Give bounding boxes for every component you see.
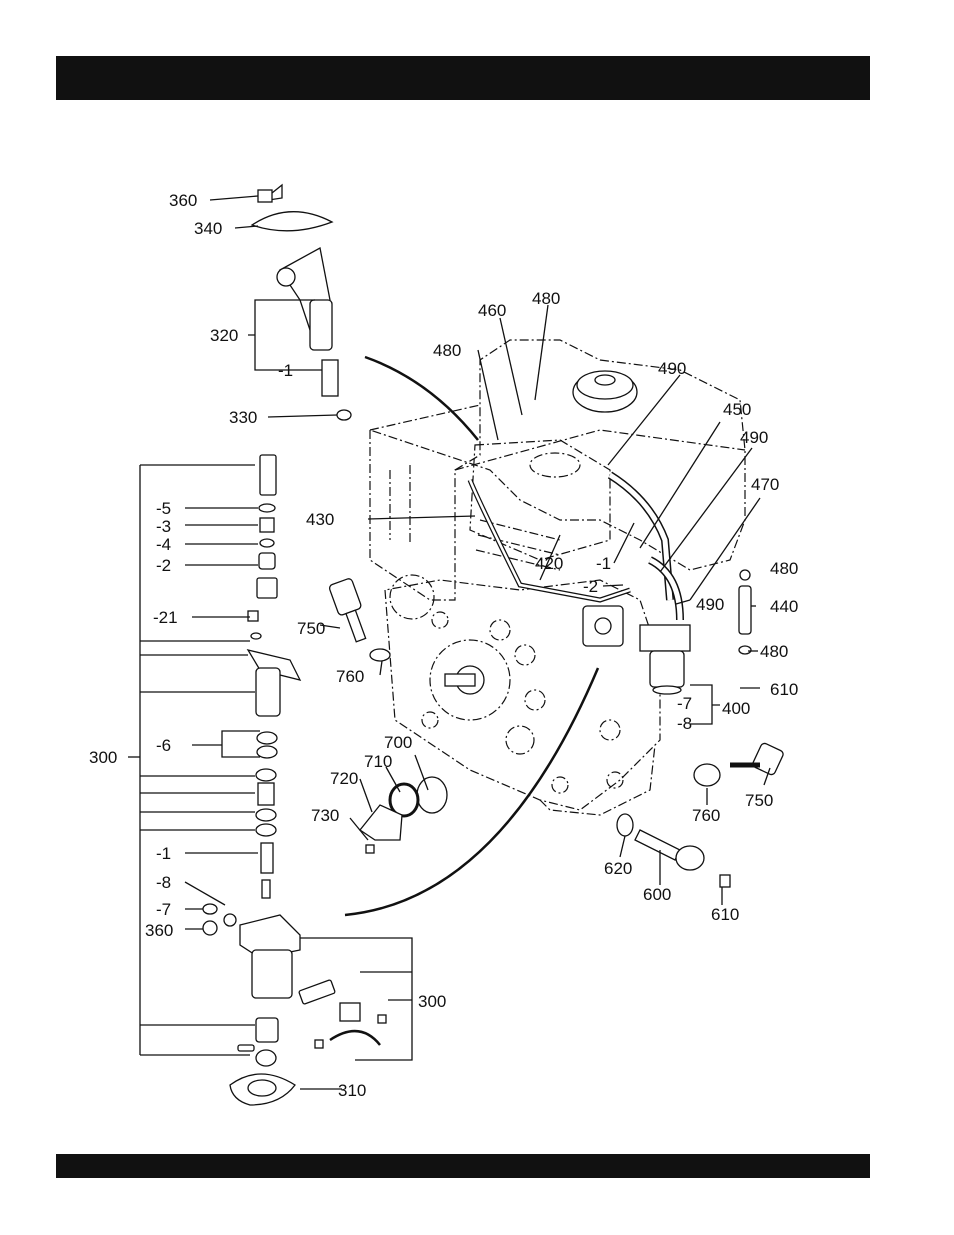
callout-420-2: -2 bbox=[583, 577, 598, 596]
callout-750-right: 750 bbox=[745, 791, 773, 810]
callout-700: 700 bbox=[384, 733, 412, 752]
callout-pump-8: -8 bbox=[156, 873, 171, 892]
callout-400: 400 bbox=[722, 699, 750, 718]
engine-block bbox=[370, 340, 745, 815]
callout-nozzle-1: -1 bbox=[278, 361, 293, 380]
callout-330: 330 bbox=[229, 408, 257, 427]
callout-620: 620 bbox=[604, 859, 632, 878]
callout-pump-6: -6 bbox=[156, 736, 171, 755]
callout-710: 710 bbox=[364, 752, 392, 771]
callout-420: 420 bbox=[535, 554, 563, 573]
pump-exploded-parts bbox=[203, 455, 386, 1105]
callout-470: 470 bbox=[751, 475, 779, 494]
callout-480-a: 480 bbox=[433, 341, 461, 360]
callout-400-8: -8 bbox=[677, 714, 692, 733]
callout-pump-3: -3 bbox=[156, 517, 171, 536]
callout-460: 460 bbox=[478, 301, 506, 320]
callout-labels: 360 340 320 -1 330 480 460 480 490 450 4… bbox=[89, 191, 798, 1100]
callout-610-b: 610 bbox=[711, 905, 739, 924]
dipstick-750-right bbox=[730, 742, 784, 776]
callout-400-7: -7 bbox=[677, 694, 692, 713]
callout-490-c: 490 bbox=[696, 595, 724, 614]
callout-440: 440 bbox=[770, 597, 798, 616]
callout-720: 720 bbox=[330, 769, 358, 788]
nozzle-holder bbox=[252, 185, 351, 420]
fuel-filter bbox=[640, 625, 690, 694]
callout-pump-4: -4 bbox=[156, 535, 171, 554]
callout-pump-2: -2 bbox=[156, 556, 171, 575]
callout-600: 600 bbox=[643, 885, 671, 904]
callout-360: 360 bbox=[169, 191, 197, 210]
callout-pump-7: -7 bbox=[156, 900, 171, 919]
callout-450: 450 bbox=[723, 400, 751, 419]
cover-700 bbox=[417, 777, 447, 813]
plug-600 bbox=[635, 830, 704, 870]
callout-340: 340 bbox=[194, 219, 222, 238]
callout-300-right: 300 bbox=[418, 992, 446, 1011]
tube-440 bbox=[739, 586, 751, 634]
callout-360-lower: 360 bbox=[145, 921, 173, 940]
callout-420-1: -1 bbox=[596, 554, 611, 573]
callout-480-b: 480 bbox=[532, 289, 560, 308]
callout-310: 310 bbox=[338, 1081, 366, 1100]
callout-pump-1: -1 bbox=[156, 844, 171, 863]
callout-pump-5: -5 bbox=[156, 499, 171, 518]
callout-pump-21: -21 bbox=[153, 608, 178, 627]
callout-730: 730 bbox=[311, 806, 339, 825]
fuel-hose bbox=[610, 475, 670, 600]
callout-320: 320 bbox=[210, 326, 238, 345]
callout-490-b: 490 bbox=[740, 428, 768, 447]
callout-610-a: 610 bbox=[770, 680, 798, 699]
plate-720 bbox=[360, 805, 402, 840]
callout-480-d: 480 bbox=[760, 642, 788, 661]
pump-location-arc-bottom bbox=[345, 668, 598, 915]
callout-760-left: 760 bbox=[336, 667, 364, 686]
callout-430: 430 bbox=[306, 510, 334, 529]
footer-bar bbox=[56, 1154, 870, 1178]
oil-dipstick-750 bbox=[328, 578, 372, 644]
callout-760-right: 760 bbox=[692, 806, 720, 825]
callout-480-c: 480 bbox=[770, 559, 798, 578]
callout-300-left: 300 bbox=[89, 748, 117, 767]
callout-490-a: 490 bbox=[658, 359, 686, 378]
callout-750-left: 750 bbox=[297, 619, 325, 638]
